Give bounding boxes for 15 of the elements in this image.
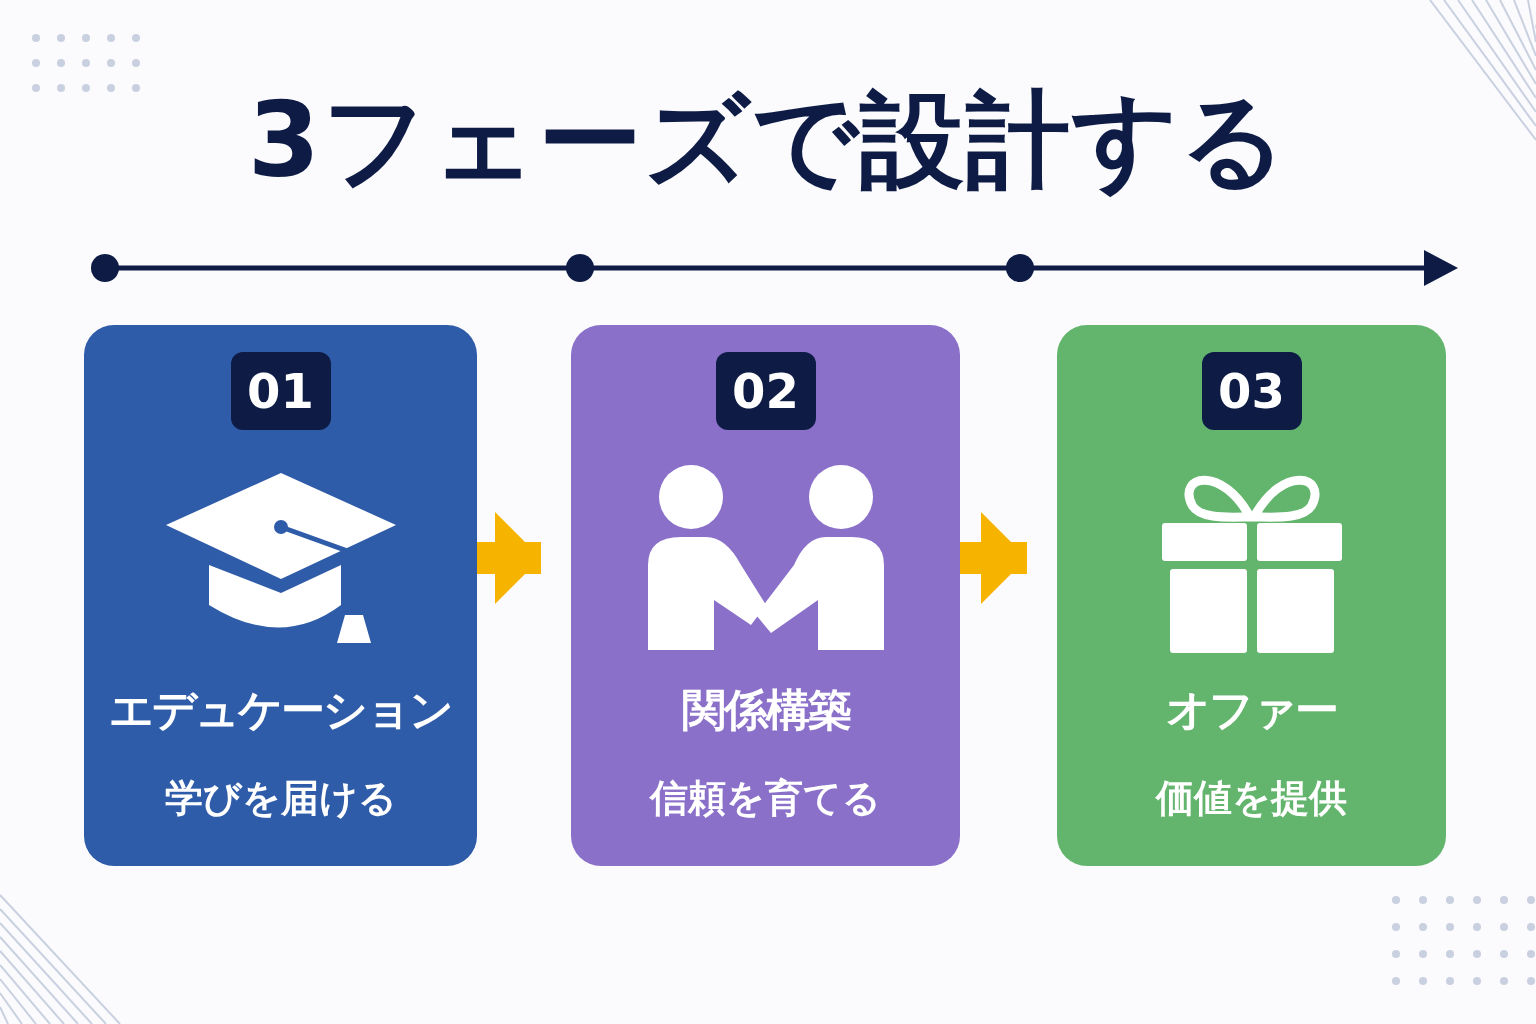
- phase-subtitle: 学びを届ける: [163, 775, 398, 822]
- phase-card: [1057, 325, 1446, 866]
- phase-title: 関係構築: [680, 683, 851, 737]
- title: 3フェーズで設計する: [246, 78, 1290, 203]
- phase-title: エデュケーション: [108, 683, 453, 737]
- arrow: [960, 512, 1027, 604]
- step-number: 03: [1201, 352, 1302, 430]
- phase-card: [84, 325, 477, 866]
- phase-card: [571, 325, 960, 866]
- phase-subtitle: 信頼を育てる: [648, 775, 882, 822]
- step-number: 02: [715, 352, 816, 430]
- phase-title: オファー: [1165, 683, 1338, 737]
- step-number: 01: [230, 352, 331, 430]
- phase-subtitle: 価値を提供: [1154, 775, 1348, 822]
- arrow: [477, 512, 541, 604]
